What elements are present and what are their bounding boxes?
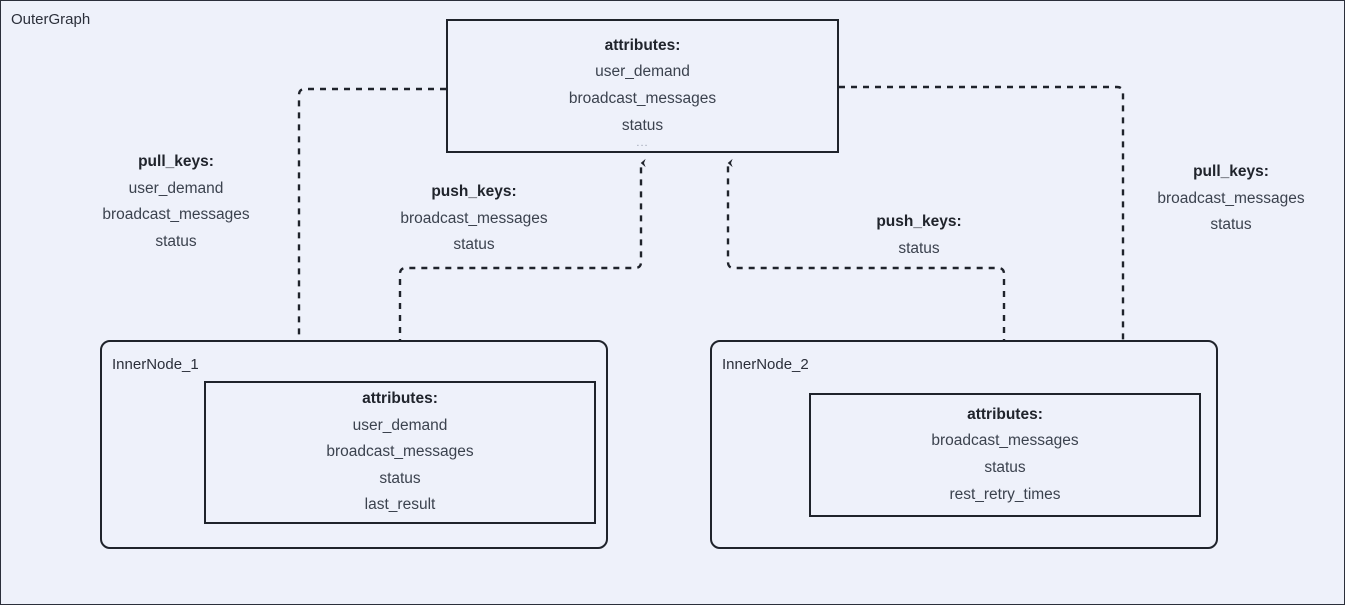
edge-label-push-left: push_keys: broadcast_messages status xyxy=(369,179,579,259)
outer-node-box[interactable]: attributes: user_demand broadcast_messag… xyxy=(446,19,839,153)
outer-node-attribute: user_demand xyxy=(595,63,690,81)
outer-graph-label: OuterGraph xyxy=(11,11,91,28)
inner-node-2-attribute: rest_retry_times xyxy=(949,485,1061,503)
outer-node-heading: attributes: xyxy=(604,36,681,54)
edge-label-value: status xyxy=(898,239,940,257)
edge-label-value: user_demand xyxy=(128,179,224,197)
inner-node-1-attribute: broadcast_messages xyxy=(326,443,474,461)
edge-label-pull-right: pull_keys: broadcast_messages status xyxy=(1136,159,1326,239)
edge-label-value: status xyxy=(453,236,495,254)
edge-label-value: broadcast_messages xyxy=(1157,189,1305,207)
inner-node-1-attribute: last_result xyxy=(364,496,436,514)
outer-node-attribute: status xyxy=(621,116,664,134)
outer-node-overflow-ellipsis: ... xyxy=(636,137,649,149)
edge-label-value: status xyxy=(1210,216,1252,234)
edge-label-value: status xyxy=(155,232,197,250)
inner-node-2-attribute: status xyxy=(984,459,1026,476)
inner-node-1-attribute: status xyxy=(379,469,421,487)
edge-label-value: broadcast_messages xyxy=(102,206,250,224)
edge-label-key: pull_keys: xyxy=(138,153,214,170)
edge-label-key: push_keys: xyxy=(431,183,517,200)
inner-node-2-heading: attributes: xyxy=(967,405,1043,423)
edge-label-key: push_keys: xyxy=(876,213,962,230)
inner-node-2-box[interactable]: attributes: broadcast_messages status re… xyxy=(809,393,1201,517)
inner-node-1-heading: attributes: xyxy=(362,389,438,407)
inner-node-2-attribute: broadcast_messages xyxy=(931,432,1079,450)
inner-node-1-attribute: user_demand xyxy=(352,416,448,434)
outer-node-attribute: broadcast_messages xyxy=(568,90,717,107)
edge-label-key: pull_keys: xyxy=(1193,163,1269,180)
inner-node-2-label: InnerNode_2 xyxy=(722,356,809,373)
edge-label-value: broadcast_messages xyxy=(400,209,548,227)
inner-node-1-box[interactable]: attributes: user_demand broadcast_messag… xyxy=(204,381,596,524)
inner-node-1-label: InnerNode_1 xyxy=(112,356,199,373)
edge-label-pull-left: pull_keys: user_demand broadcast_message… xyxy=(71,149,281,256)
edge-label-push-right: push_keys: status xyxy=(839,209,999,262)
